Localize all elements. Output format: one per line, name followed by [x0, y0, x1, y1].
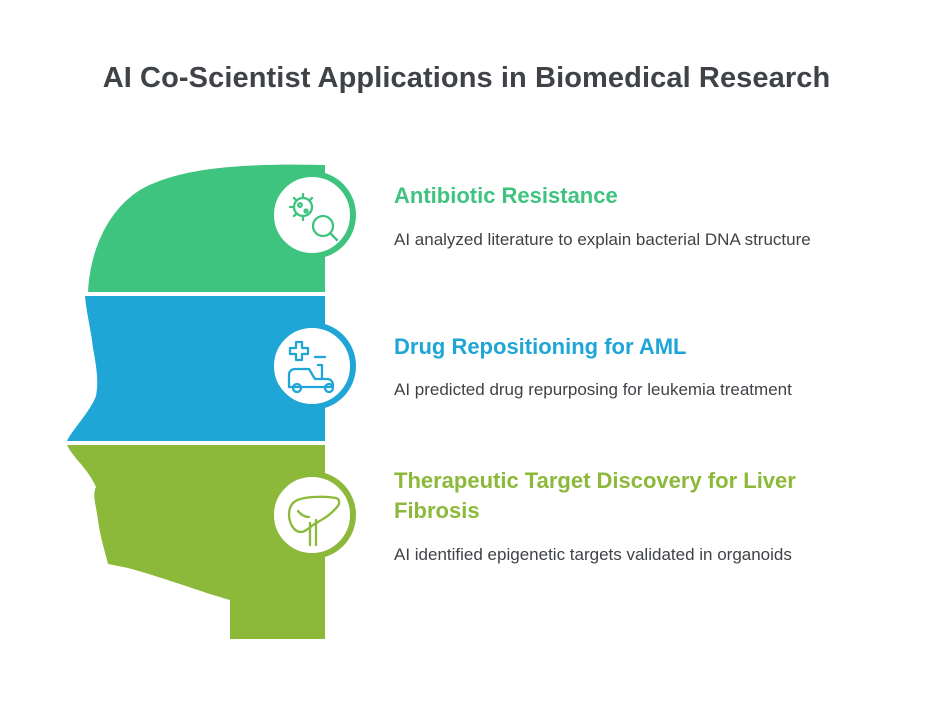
head-section-top	[88, 164, 320, 292]
item-title-drug-repositioning: Drug Repositioning for AML	[394, 334, 687, 359]
item-description-therapeutic-target: AI identified epigenetic targets validat…	[394, 545, 792, 564]
circle-badge-3	[268, 471, 356, 559]
circle-badge-2	[268, 322, 356, 410]
page-title: AI Co-Scientist Applications in Biomedic…	[102, 62, 831, 94]
item-description-antibiotic-resistance: AI analyzed literature to explain bacter…	[394, 230, 811, 249]
item-title-therapeutic-target: Therapeutic Target Discovery for Liver F…	[394, 468, 796, 523]
liver-icon	[287, 495, 341, 547]
bacteria-search-icon	[288, 192, 339, 242]
medical-delivery-icon	[287, 340, 335, 394]
circle-badge-1	[268, 171, 356, 259]
item-title-antibiotic-resistance: Antibiotic Resistance	[394, 183, 618, 208]
head-section-bottom	[67, 445, 320, 639]
item-description-drug-repositioning: AI predicted drug repurposing for leukem…	[394, 380, 792, 399]
head-section-middle	[67, 296, 320, 441]
